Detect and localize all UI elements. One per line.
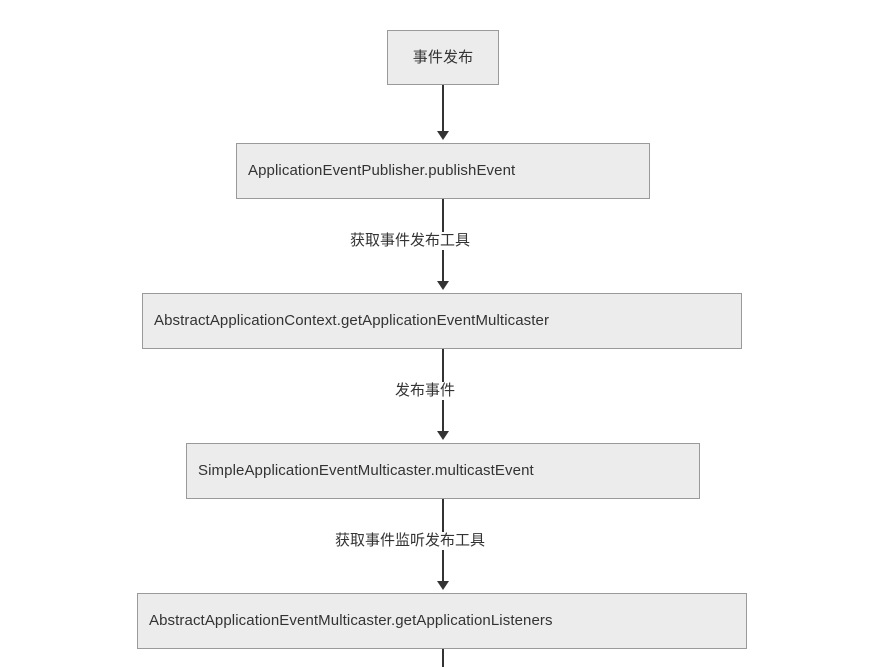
- arrowhead-icon: [437, 581, 449, 590]
- flow-node-abstract-application-context[interactable]: AbstractApplicationContext.getApplicatio…: [142, 293, 742, 349]
- flow-node-simple-application-event-multicaster[interactable]: SimpleApplicationEventMulticaster.multic…: [186, 443, 700, 499]
- flow-node-label: AbstractApplicationEventMulticaster.getA…: [149, 612, 553, 629]
- flow-edge-label: 获取事件发布工具: [348, 232, 473, 250]
- flow-edge-line: [442, 85, 444, 133]
- flow-node-label: 事件发布: [412, 48, 474, 66]
- flow-node-label: ApplicationEventPublisher.publishEvent: [248, 162, 516, 179]
- flow-edge-line: [442, 649, 444, 667]
- arrowhead-icon: [437, 281, 449, 290]
- flow-edge-label: 获取事件监听发布工具: [333, 532, 488, 550]
- flow-node-label: AbstractApplicationContext.getApplicatio…: [154, 312, 550, 329]
- flow-node-abstract-application-event-multicaster[interactable]: AbstractApplicationEventMulticaster.getA…: [137, 593, 747, 649]
- flow-node-event-publish[interactable]: 事件发布: [387, 30, 499, 85]
- flow-node-label: SimpleApplicationEventMulticaster.multic…: [198, 462, 534, 479]
- arrowhead-icon: [437, 131, 449, 140]
- flow-node-application-event-publisher[interactable]: ApplicationEventPublisher.publishEvent: [236, 143, 650, 199]
- flow-edge-label: 发布事件: [393, 382, 458, 400]
- arrowhead-icon: [437, 431, 449, 440]
